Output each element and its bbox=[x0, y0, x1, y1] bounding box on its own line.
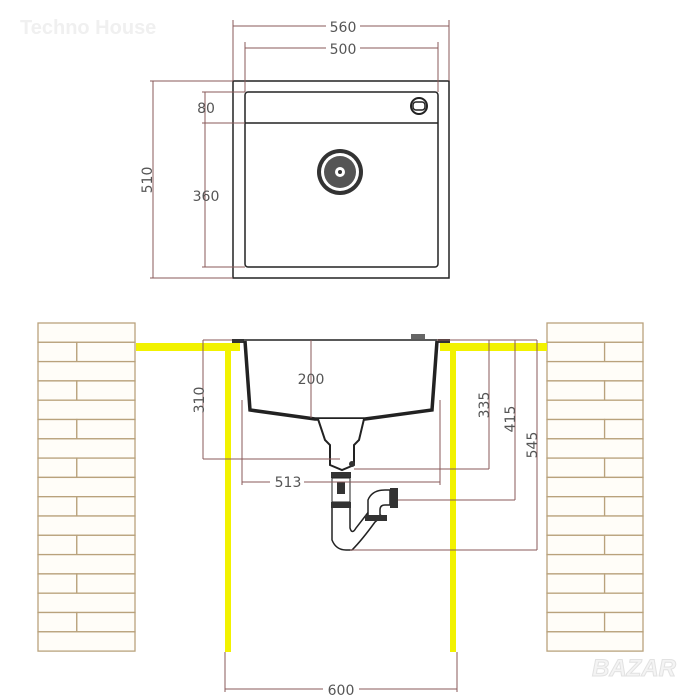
bazar-logo: BAZAR bbox=[592, 655, 677, 683]
dim-545: 545 bbox=[525, 432, 541, 459]
drain-icon bbox=[317, 149, 363, 195]
brick bbox=[546, 380, 606, 401]
brick-wall-left bbox=[37, 322, 136, 652]
dim-200: 200 bbox=[298, 372, 325, 388]
dim-500: 500 bbox=[330, 42, 357, 58]
dim-360: 360 bbox=[193, 189, 220, 205]
brick bbox=[603, 611, 644, 633]
brick bbox=[37, 380, 78, 401]
brick bbox=[37, 399, 136, 421]
brick bbox=[76, 418, 136, 440]
dim-335: 335 bbox=[477, 392, 493, 419]
brick bbox=[546, 553, 644, 575]
dim-510: 510 bbox=[140, 167, 156, 194]
brick bbox=[546, 341, 606, 363]
overflow-icon bbox=[410, 97, 428, 115]
brick bbox=[37, 476, 136, 498]
dim-560: 560 bbox=[330, 20, 357, 36]
brick bbox=[546, 360, 644, 382]
dim-80: 80 bbox=[197, 101, 215, 117]
brick bbox=[37, 534, 78, 556]
brick bbox=[37, 515, 136, 536]
brick bbox=[546, 611, 606, 633]
brick bbox=[37, 631, 136, 652]
brick bbox=[546, 496, 606, 517]
brick bbox=[546, 418, 606, 440]
watermark: Techno House bbox=[20, 17, 157, 39]
brick bbox=[603, 573, 644, 594]
brick bbox=[603, 457, 644, 479]
brick bbox=[37, 573, 78, 594]
brick bbox=[37, 438, 136, 459]
brick bbox=[546, 534, 606, 556]
brick bbox=[76, 573, 136, 594]
brick bbox=[37, 418, 78, 440]
side-dimensions: 310 200 513 335 415 545 600 bbox=[192, 339, 541, 699]
brick bbox=[76, 341, 136, 363]
brick bbox=[76, 380, 136, 401]
brick bbox=[603, 380, 644, 401]
siphon-trap bbox=[331, 472, 398, 551]
brick bbox=[76, 457, 136, 479]
bowl-outline bbox=[244, 91, 439, 268]
brick bbox=[37, 360, 136, 382]
brick bbox=[546, 457, 606, 479]
dim-415: 415 bbox=[503, 406, 519, 433]
brick bbox=[546, 592, 644, 614]
brick bbox=[37, 496, 78, 517]
brick bbox=[37, 611, 78, 633]
dim-310: 310 bbox=[192, 387, 208, 414]
dim-513: 513 bbox=[275, 475, 302, 491]
top-view: 560 500 510 80 360 bbox=[140, 18, 450, 279]
brick-wall-right bbox=[546, 322, 644, 652]
brick bbox=[76, 611, 136, 633]
brick bbox=[603, 496, 644, 517]
brick bbox=[76, 496, 136, 517]
brick bbox=[37, 341, 78, 363]
brick bbox=[37, 457, 78, 479]
sink-outline bbox=[232, 80, 450, 279]
brick bbox=[546, 322, 644, 343]
brick bbox=[546, 476, 644, 498]
brick bbox=[546, 573, 606, 594]
brick bbox=[37, 592, 136, 614]
brick bbox=[37, 553, 136, 575]
dim-600: 600 bbox=[328, 683, 355, 699]
sink-section bbox=[232, 334, 450, 551]
brick bbox=[37, 322, 136, 343]
brick bbox=[546, 399, 644, 421]
brick bbox=[603, 534, 644, 556]
brick bbox=[546, 631, 644, 652]
brick bbox=[603, 341, 644, 363]
brick bbox=[546, 515, 644, 536]
brick bbox=[76, 534, 136, 556]
brick bbox=[546, 438, 644, 459]
brick bbox=[603, 418, 644, 440]
